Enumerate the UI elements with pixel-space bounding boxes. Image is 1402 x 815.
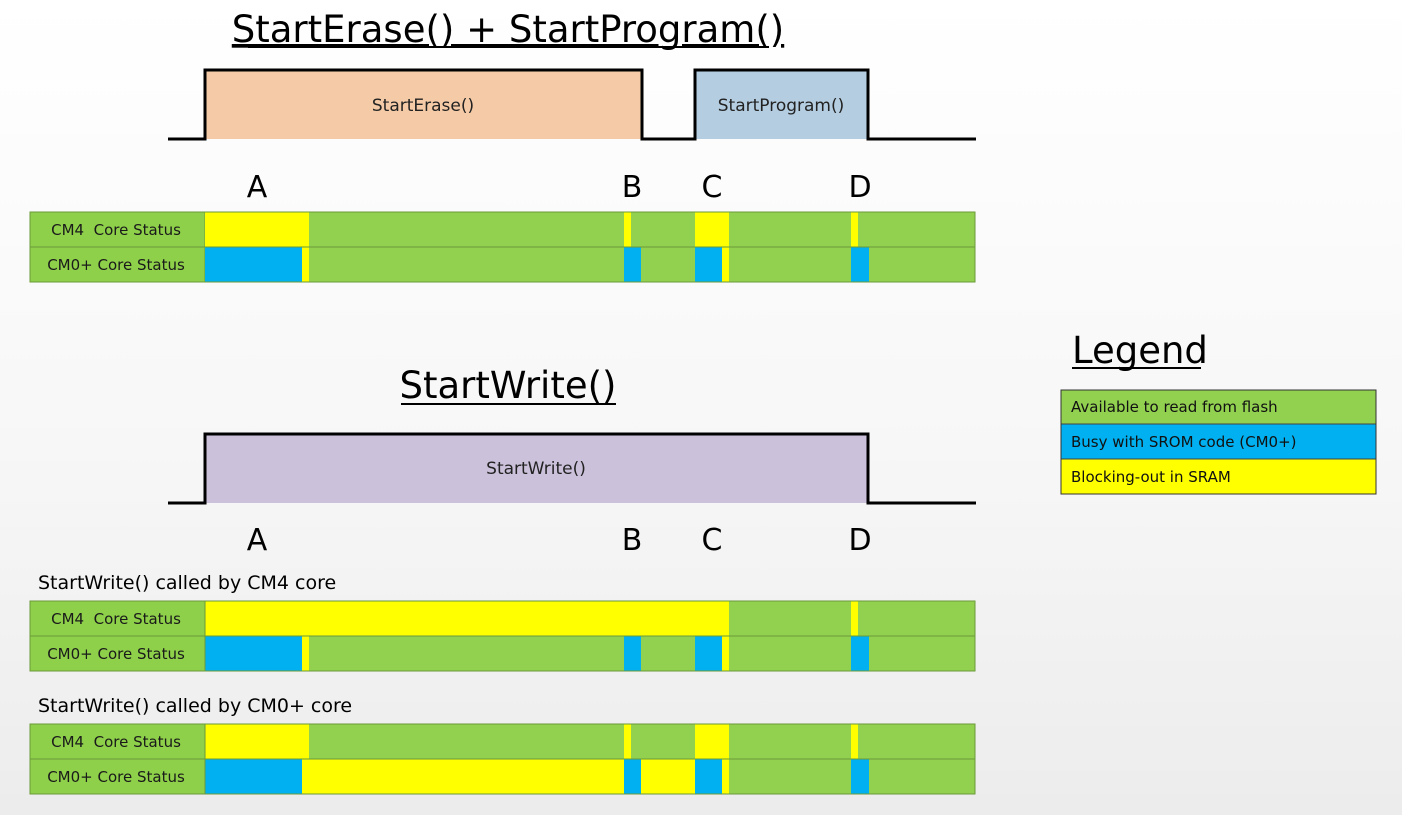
cm0-status-label: CM0+ Core Status: [47, 256, 185, 274]
srom-busy-segment: [205, 759, 302, 794]
srom-busy-segment: [205, 636, 302, 671]
section2-title: StartWrite(): [400, 364, 617, 407]
blocking-segment: [722, 759, 729, 794]
marker-d: D: [848, 170, 871, 205]
cm0-status-label: CM0+ Core Status: [47, 768, 185, 786]
available-segment: [205, 247, 975, 282]
legend-swatch-available: [1061, 390, 1376, 424]
caption-cm0: StartWrite() called by CM0+ core: [38, 695, 352, 717]
table-border: [29, 723, 976, 795]
startwrite-label: StartWrite(): [486, 459, 586, 479]
cm4-status-label: CM4 Core Status: [51, 733, 181, 751]
blocking-segment: [302, 759, 624, 794]
startwrite-pulse: [205, 434, 868, 503]
available-segment: [205, 724, 975, 759]
blocking-segment: [722, 247, 729, 282]
srom-busy-segment: [624, 759, 641, 794]
legend-title: Legend: [1072, 329, 1208, 372]
starterase-label: StartErase(): [372, 96, 474, 116]
legend-border: [1060, 389, 1377, 495]
blocking-segment: [695, 212, 729, 247]
legend-box: Available to read from flash Busy with S…: [1060, 389, 1377, 495]
available-segment: [205, 636, 975, 671]
row-label-cell: [30, 724, 205, 759]
srom-busy-segment: [624, 636, 641, 671]
blocking-segment: [205, 212, 309, 247]
marker-a: A: [247, 523, 268, 558]
row-label-cell: [30, 759, 205, 794]
srom-busy-segment: [695, 759, 722, 794]
marker-b: B: [622, 523, 643, 558]
available-segment: [205, 212, 975, 247]
section1-status-table: CM4 Core Status CM0+ Core Status: [29, 211, 976, 283]
cm0-status-label: CM0+ Core Status: [47, 645, 185, 663]
cm0-called-status-table: CM4 Core Status CM0+ Core Status: [29, 723, 976, 795]
srom-busy-segment: [695, 247, 722, 282]
srom-busy-segment: [851, 759, 869, 794]
srom-busy-segment: [851, 247, 869, 282]
srom-busy-segment: [695, 636, 722, 671]
blocking-segment: [851, 601, 858, 636]
legend-swatch-blocking: [1061, 459, 1376, 494]
blocking-segment: [624, 212, 631, 247]
legend-swatch-srom: [1061, 424, 1376, 459]
marker-c: C: [702, 170, 723, 205]
caption-cm4: StartWrite() called by CM4 core: [38, 572, 336, 594]
table-border: [29, 211, 976, 283]
blocking-segment: [205, 724, 309, 759]
cm4-status-label: CM4 Core Status: [51, 221, 181, 239]
srom-busy-segment: [851, 636, 869, 671]
blocking-segment: [205, 601, 729, 636]
cm4-called-status-table: CM4 Core Status CM0+ Core Status: [29, 600, 976, 672]
section2-waveform: [168, 432, 976, 505]
section1-waveform: [168, 68, 976, 141]
srom-busy-segment: [624, 247, 641, 282]
marker-d: D: [848, 523, 871, 558]
row-label-cell: [30, 601, 205, 636]
row-label-cell: [30, 636, 205, 671]
section1-title: StartErase() + StartProgram(): [232, 8, 784, 51]
startprogram-pulse: [695, 70, 868, 139]
marker-c: C: [702, 523, 723, 558]
legend-label-srom: Busy with SROM code (CM0+): [1071, 433, 1296, 451]
blocking-segment: [624, 724, 631, 759]
blocking-segment: [302, 247, 309, 282]
blocking-segment: [851, 212, 858, 247]
cm4-status-label: CM4 Core Status: [51, 610, 181, 628]
blocking-segment: [641, 759, 695, 794]
blocking-segment: [302, 636, 309, 671]
table-border: [29, 600, 976, 672]
startprogram-label: StartProgram(): [718, 96, 845, 116]
marker-a: A: [247, 170, 268, 205]
blocking-segment: [851, 724, 858, 759]
legend-label-blocking: Blocking-out in SRAM: [1071, 468, 1231, 486]
blocking-segment: [722, 636, 729, 671]
legend-label-available: Available to read from flash: [1071, 398, 1278, 416]
blocking-segment: [695, 724, 729, 759]
marker-b: B: [622, 170, 643, 205]
starterase-pulse: [205, 70, 642, 139]
srom-busy-segment: [205, 247, 302, 282]
